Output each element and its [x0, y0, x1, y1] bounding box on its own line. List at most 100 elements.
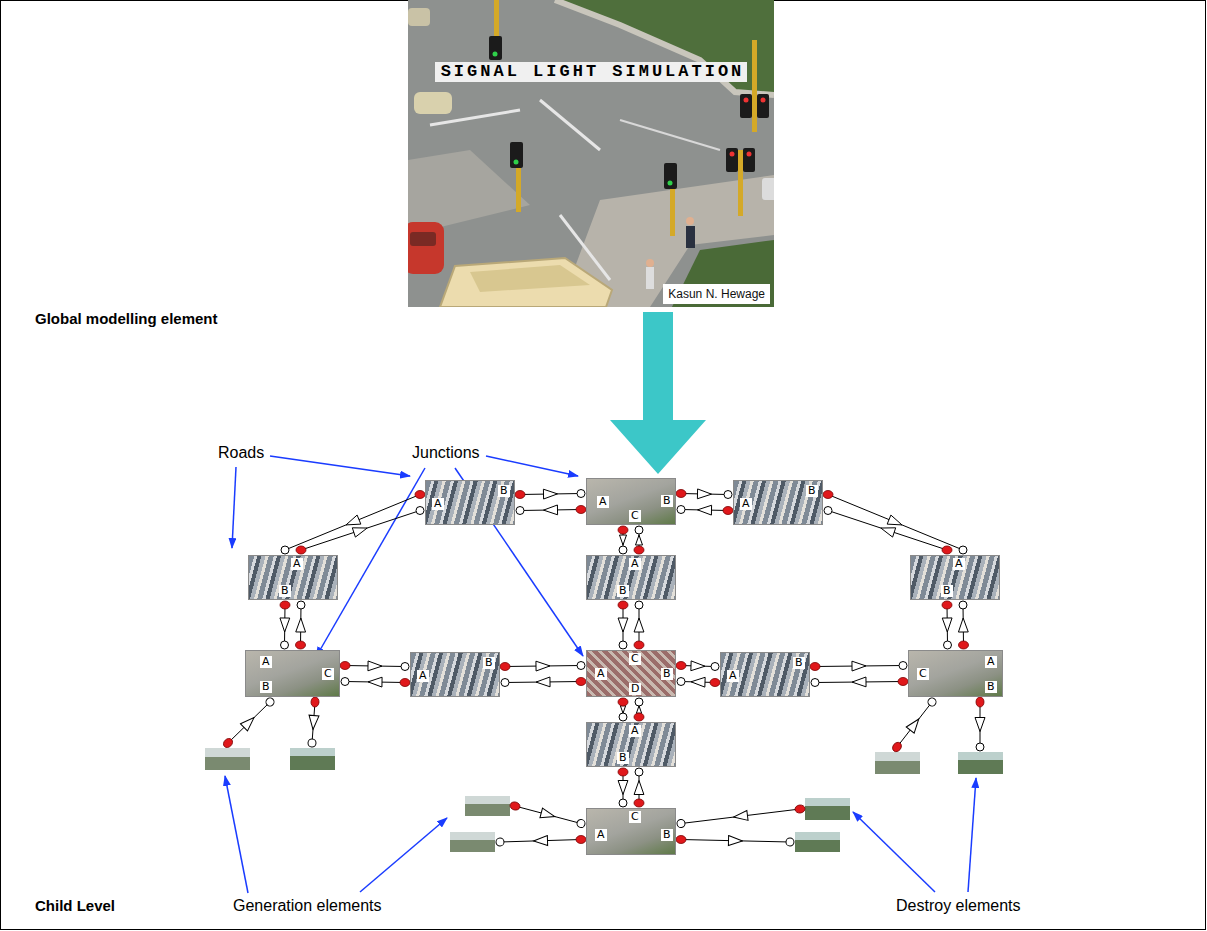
direction-arrowhead — [852, 677, 866, 687]
image-title: SIGNAL LIGHT SIMULATION — [435, 62, 748, 82]
direction-arrowhead — [544, 505, 558, 515]
direction-arrowhead — [618, 781, 628, 795]
direction-arrowhead — [618, 618, 628, 632]
port-letter: B — [941, 585, 953, 597]
port-letter: B — [806, 485, 818, 497]
direction-arrowhead — [852, 661, 866, 671]
output-port — [296, 641, 306, 649]
direction-arrowhead — [942, 618, 952, 632]
connector — [500, 661, 585, 671]
connector — [811, 677, 908, 687]
connector — [340, 661, 409, 671]
port-letter: A — [727, 670, 739, 682]
input-port — [516, 507, 524, 515]
connector — [618, 698, 628, 721]
output-port — [618, 526, 628, 534]
port-letter: D — [629, 683, 641, 695]
port-letter: B — [279, 585, 291, 597]
output-port — [340, 662, 350, 670]
input-port — [281, 546, 289, 554]
direction-arrowhead — [620, 535, 627, 545]
connector — [676, 489, 732, 499]
image-credit: Kasun N. Hewage — [663, 284, 770, 304]
road-element: AB — [586, 722, 676, 767]
direction-arrowhead — [620, 706, 625, 714]
output-port — [942, 601, 952, 609]
direction-arrowhead — [280, 618, 290, 632]
direction-arrowhead — [636, 706, 641, 714]
port-letter: B — [661, 829, 673, 841]
output-port — [296, 546, 306, 554]
direction-arrowhead — [543, 489, 557, 499]
output-port — [823, 491, 833, 499]
leader-arrows — [225, 456, 976, 893]
direction-arrowhead — [368, 661, 382, 671]
output-port — [280, 601, 290, 609]
connector — [280, 601, 290, 649]
output-port — [898, 678, 908, 686]
direction-arrowhead — [887, 515, 902, 525]
input-port — [959, 601, 967, 609]
connector — [677, 677, 720, 687]
input-port — [341, 678, 349, 686]
output-port — [515, 491, 525, 499]
input-port — [635, 601, 643, 609]
direction-arrowhead — [636, 535, 643, 545]
direction-arrowhead — [536, 661, 550, 671]
destroy-element — [795, 832, 840, 852]
output-port — [576, 678, 586, 686]
input-port — [619, 713, 627, 721]
input-port — [281, 641, 289, 649]
diagram-label: Junctions — [412, 444, 480, 462]
connector — [810, 661, 907, 671]
output-port — [618, 768, 628, 776]
connector — [618, 601, 628, 649]
port-letter: B — [617, 585, 629, 597]
generation-element — [465, 796, 510, 816]
direction-arrowhead — [368, 677, 382, 687]
road-element: AB — [910, 555, 1000, 600]
output-port — [415, 491, 425, 499]
connector — [958, 601, 968, 649]
direction-arrowhead — [691, 677, 705, 687]
port-letter: B — [483, 657, 495, 669]
input-port — [501, 679, 509, 687]
connector — [677, 505, 733, 515]
output-port — [618, 698, 628, 706]
input-port — [577, 662, 585, 670]
port-letter: C — [629, 653, 641, 665]
hierarchy-arrow — [610, 312, 706, 474]
input-port — [619, 546, 627, 554]
connector — [824, 507, 952, 555]
connector — [634, 768, 644, 807]
diagram-label: Generation elements — [233, 897, 382, 915]
connector — [515, 489, 585, 499]
connector — [296, 507, 424, 555]
port-letter: A — [260, 656, 272, 668]
port-letter: B — [985, 681, 997, 693]
port-letter: A — [629, 725, 641, 737]
input-port — [619, 799, 627, 807]
simulation-photo — [408, 0, 774, 307]
generation-element — [205, 748, 250, 770]
diagram-label: Child Level — [35, 897, 115, 914]
input-port — [577, 490, 585, 498]
input-port — [297, 601, 305, 609]
input-port — [635, 768, 643, 776]
direction-arrowhead — [958, 618, 968, 632]
output-port — [500, 663, 510, 671]
connector — [516, 505, 586, 515]
port-letter: A — [595, 668, 607, 680]
output-port — [959, 641, 969, 649]
connector-line — [828, 511, 947, 551]
input-port — [677, 678, 685, 686]
input-port — [724, 491, 732, 499]
connector-line — [301, 511, 420, 551]
direction-arrowhead — [634, 781, 644, 795]
connector — [281, 491, 425, 555]
junction-element: ABC — [586, 478, 676, 525]
direction-arrowhead — [346, 515, 361, 525]
road-element: AB — [586, 555, 676, 600]
connector — [296, 601, 306, 649]
